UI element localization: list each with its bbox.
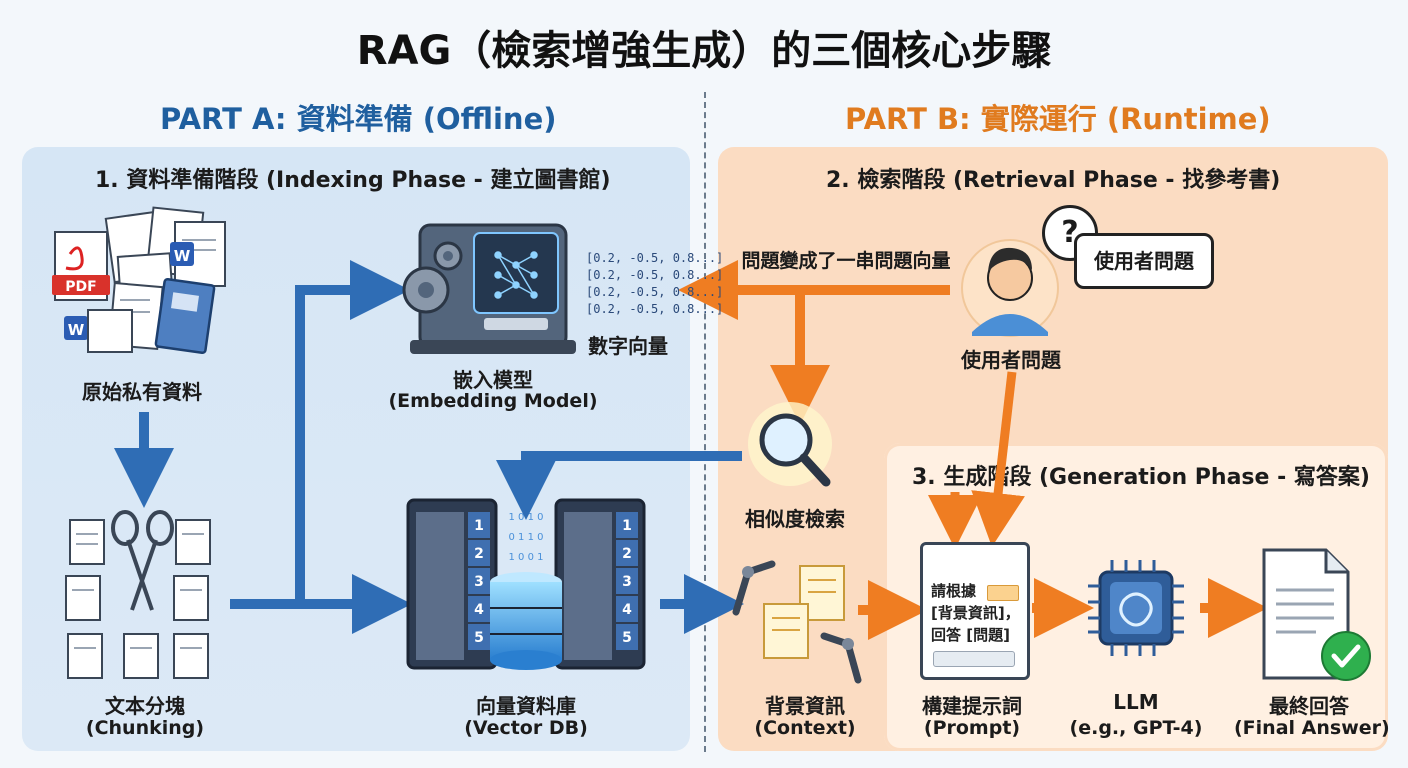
server-number-4: 4	[474, 602, 484, 618]
prompt-label: 構建提示詞	[922, 694, 1022, 718]
user-label: 使用者問題	[961, 348, 1061, 372]
chunked-documents-icon	[65, 519, 211, 679]
section-divider	[704, 92, 706, 752]
vectordb-sublabel: (Vector DB)	[464, 717, 588, 739]
server-number-3: 3	[474, 574, 484, 590]
vectordb-label: 向量資料庫	[476, 694, 576, 718]
vector-list: [0.2, -0.5, 0.8...] [0.2, -0.5, 0.8...] …	[586, 250, 723, 318]
pdf-badge: PDF	[65, 279, 96, 295]
retrieval-phase-title: 2. 檢索階段 (Retrieval Phase - 找參考書)	[826, 168, 1281, 193]
vector-label: 數字向量	[588, 334, 668, 358]
context-sublabel: (Context)	[754, 717, 856, 739]
user-question-bubble: 使用者問題	[1074, 233, 1214, 289]
server-number-1: 1	[474, 518, 484, 534]
chunking-sublabel: (Chunking)	[85, 717, 205, 739]
raw-documents-icon	[52, 206, 226, 355]
server-number-5b: 5	[622, 630, 632, 646]
llm-label: LLM	[1113, 690, 1159, 714]
arrow-search-to-vectordb	[496, 451, 742, 520]
scissors-icon	[111, 510, 174, 611]
vector-item: [0.2, -0.5, 0.8...]	[586, 268, 724, 282]
embedding-label: 嵌入模型	[453, 368, 533, 392]
arrow-user-to-prompt	[971, 371, 1025, 547]
similarity-search-label: 相似度檢索	[745, 507, 845, 531]
prompt-input-bar	[933, 651, 1015, 667]
vector-item: [0.2, -0.5, 0.8...]	[586, 251, 724, 265]
prompt-line-2: [背景資訊]，	[931, 604, 1020, 622]
context-label: 背景資訊	[765, 694, 845, 718]
part-a-title: PART A: 資料準備 (Offline)	[160, 102, 557, 136]
indexing-phase-title: 1. 資料準備階段 (Indexing Phase - 建立圖書館)	[95, 168, 611, 193]
prompt-highlight	[987, 585, 1019, 601]
vector-item: [0.2, -0.5, 0.8...]	[586, 302, 724, 316]
context-robot-arm-icon	[732, 560, 862, 684]
vector-item: [0.2, -0.5, 0.8...]	[586, 285, 724, 299]
raw-data-label: 原始私有資料	[82, 380, 202, 404]
server-number-labels: 1 2 3 4 5 1 2 3 4 5	[474, 518, 632, 646]
server-number-1b: 1	[622, 518, 632, 534]
server-number-2b: 2	[622, 546, 632, 562]
prompt-document: 請根據 [背景資訊]， 回答 [問題]	[920, 542, 1030, 680]
user-avatar-icon	[961, 239, 1059, 337]
server-number-5: 5	[474, 630, 484, 646]
vector-database-icon: 1 0 1 0 0 1 1 0 1 0 0 1	[406, 498, 646, 670]
server-number-4b: 4	[622, 602, 632, 618]
svg-text:1 0 0 1: 1 0 0 1	[509, 552, 544, 563]
checkmark-icon	[1321, 631, 1371, 681]
svg-text:0 1 1 0: 0 1 1 0	[509, 532, 544, 543]
magnifier-icon	[748, 402, 832, 487]
server-number-2: 2	[474, 546, 484, 562]
chunking-label: 文本分塊	[105, 694, 185, 718]
embedding-sublabel: (Embedding Model)	[388, 390, 598, 412]
arrow-chunk-to-embedding	[230, 260, 410, 609]
prompt-line-1: 請根據	[931, 582, 977, 600]
svg-text:1 0 1 0: 1 0 1 0	[509, 512, 544, 523]
prompt-line-3: 回答 [問題]	[931, 626, 1010, 644]
word-badge-top: W	[174, 247, 191, 265]
llm-sublabel: (e.g., GPT-4)	[1069, 717, 1203, 739]
page-title: RAG（檢索增強生成）的三個核心步驟	[356, 28, 1052, 74]
gear-icon	[402, 241, 463, 314]
answer-label: 最終回答	[1269, 694, 1349, 718]
llm-chip-icon	[1088, 560, 1184, 656]
server-number-3b: 3	[622, 574, 632, 590]
word-badge-bottom: W	[68, 321, 85, 339]
answer-sublabel: (Final Answer)	[1234, 717, 1390, 739]
prompt-sublabel: (Prompt)	[923, 717, 1021, 739]
query-to-vector-label: 問題變成了一串問題向量	[741, 250, 951, 272]
generation-phase-title: 3. 生成階段 (Generation Phase - 寫答案)	[912, 465, 1370, 490]
part-b-title: PART B: 實際運行 (Runtime)	[845, 102, 1271, 136]
